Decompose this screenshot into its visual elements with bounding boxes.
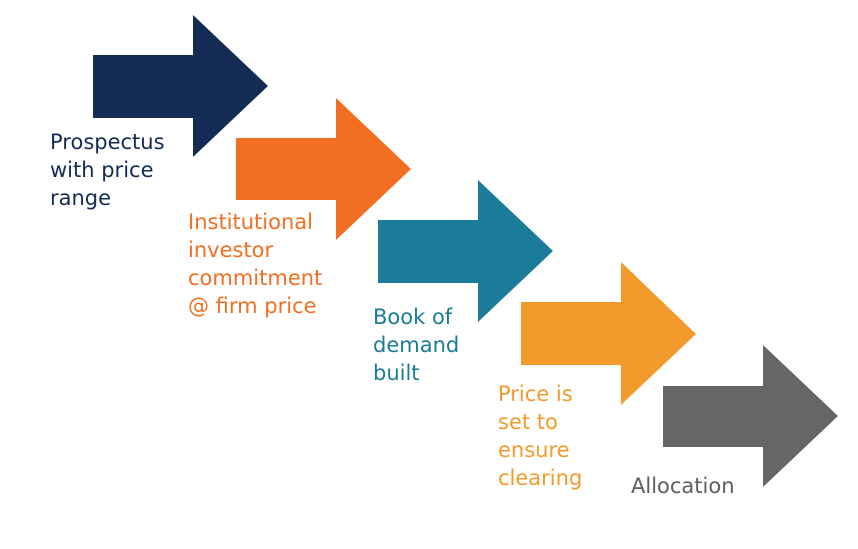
step-2-line-3: commitment [188, 266, 323, 290]
step-3-arrow [378, 180, 553, 322]
step-5-line-1: Allocation [631, 474, 735, 498]
step-5-arrow [663, 345, 838, 487]
step-4-label: Price is set to ensure clearing [498, 380, 582, 492]
step-1-arrow [93, 15, 268, 157]
step-4-line-1: Price is [498, 382, 573, 406]
step-2-label: Institutional investor commitment @ firm… [188, 208, 322, 320]
step-1-line-2: with price [50, 158, 154, 182]
step-4-line-3: ensure [498, 438, 570, 462]
step-2-line-1: Institutional [188, 210, 313, 234]
step-1-line-1: Prospectus [50, 130, 165, 154]
step-2-arrow [236, 98, 411, 240]
step-3-label: Book of demand built [373, 303, 459, 387]
step-1-label: Prospectus with price range [50, 128, 165, 212]
step-1-line-3: range [50, 186, 112, 210]
step-2-line-4: @ firm price [188, 294, 317, 318]
step-4-arrow [521, 262, 696, 405]
step-5-label: Allocation [631, 472, 735, 500]
step-3-line-3: built [373, 361, 420, 385]
step-4-line-2: set to [498, 410, 558, 434]
step-2-line-2: investor [188, 238, 274, 262]
step-3-line-2: demand [373, 333, 460, 357]
step-3-line-1: Book of [373, 305, 453, 329]
step-4-line-4: clearing [498, 466, 583, 490]
